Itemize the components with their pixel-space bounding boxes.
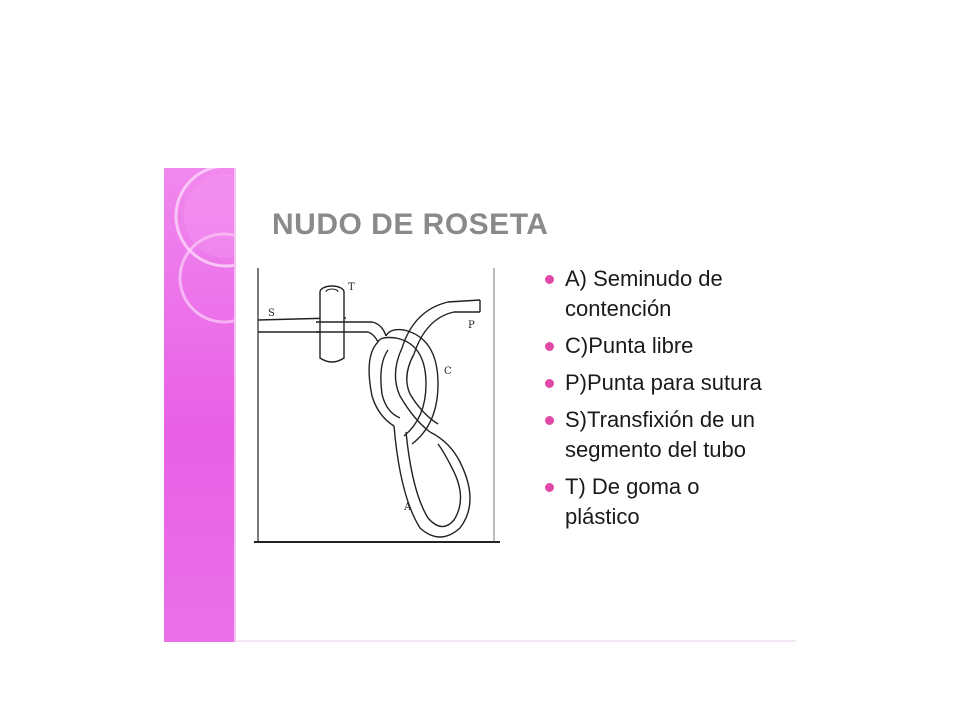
slide: NUDO DE ROSETA [164,168,796,642]
knot-drawing: S T P C A [254,268,500,543]
bullet-text: P)Punta para sutura [565,370,762,395]
label-t: T [348,282,355,293]
bullet-item: S)Transfixión de un segmento del tubo [536,405,776,465]
slide-title: NUDO DE ROSETA [272,208,549,241]
label-c: C [444,366,452,377]
bullet-dot-icon [545,275,554,284]
label-s: S [268,308,275,319]
bullet-text: C)Punta libre [565,333,694,358]
bullet-dot-icon [545,342,554,351]
label-p: P [468,320,475,331]
bullet-text: T) De goma o plástico [565,474,700,529]
decorative-side-band [164,168,234,642]
label-a: A [403,502,412,513]
bullet-dot-icon [545,379,554,388]
bullet-dot-icon [545,416,554,425]
bullet-item: C)Punta libre [536,331,776,361]
bullet-text: A) Seminudo de contención [565,266,723,321]
bullet-item: T) De goma o plástico [536,472,776,532]
slide-bottom-line [236,640,796,642]
bullet-list: A) Seminudo de contención C)Punta libre … [536,264,776,539]
bullet-dot-icon [545,483,554,492]
bullet-item: A) Seminudo de contención [536,264,776,324]
bullet-text: S)Transfixión de un segmento del tubo [565,407,755,462]
knot-diagram: S T P C A [254,266,502,548]
bullet-item: P)Punta para sutura [536,368,776,398]
side-band-edge [234,168,236,642]
decorative-rings [174,168,234,324]
